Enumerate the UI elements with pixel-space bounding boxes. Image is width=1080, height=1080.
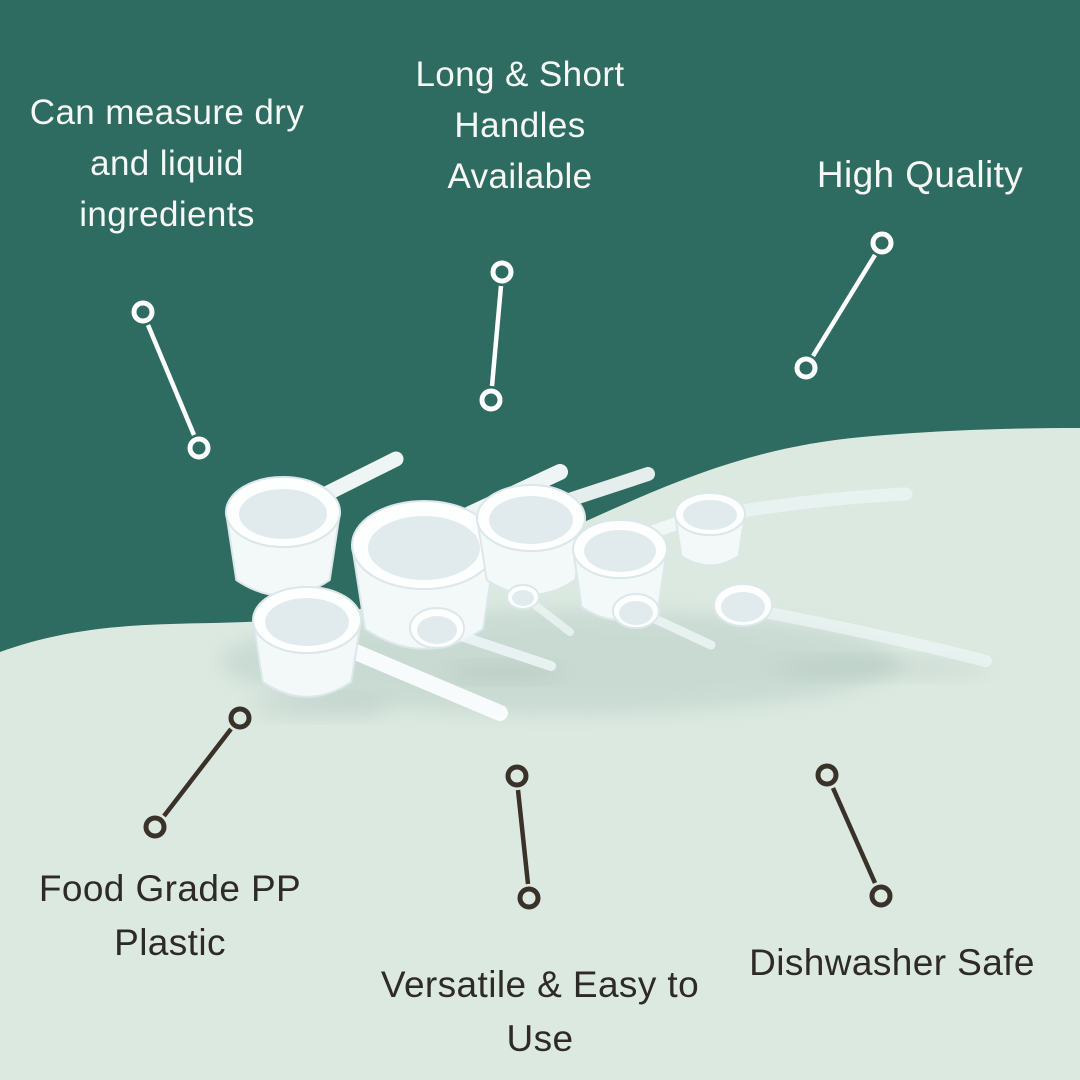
spoon-handle (456, 631, 556, 671)
callout-high-quality: High Quality (816, 154, 1024, 195)
connector-measure (131, 300, 211, 460)
callout-long-short-handles: Long & Short Handles Available (415, 55, 625, 196)
connector-material (143, 706, 252, 839)
measuring-spoon (506, 584, 574, 636)
cup-handle (318, 451, 404, 502)
callout-versatile-easy: Versatile & Easy to Use (380, 964, 700, 1059)
measuring-scoop-long-handle (674, 487, 913, 567)
measuring-cup (225, 451, 404, 597)
measuring-cup (476, 467, 655, 596)
callout-food-grade-plastic: Food Grade PP Plastic (38, 868, 302, 963)
connector-handles (479, 260, 514, 412)
product-shadow (770, 659, 990, 677)
scoop-handle (735, 487, 913, 518)
measuring-spoon (409, 607, 556, 671)
product-shadow (250, 697, 390, 717)
cup-handle (565, 467, 655, 506)
measuring-spoon (612, 593, 716, 650)
measuring-cup-long-handle (252, 586, 508, 721)
connector-quality (794, 231, 894, 380)
connector-versatile (505, 764, 541, 910)
cup-handle (338, 640, 508, 721)
spoon-handle (531, 601, 574, 636)
callout-dishwasher-safe: Dishwasher Safe (749, 942, 1035, 983)
measuring-spoon-long-handle (713, 583, 992, 667)
spoon-handle (650, 614, 716, 650)
connector-dishwasher (815, 763, 893, 908)
spoon-handle (763, 607, 992, 667)
product-shadow (445, 664, 565, 680)
callout-measure-ingredients: Can measure dry and liquid ingredients (29, 93, 305, 234)
